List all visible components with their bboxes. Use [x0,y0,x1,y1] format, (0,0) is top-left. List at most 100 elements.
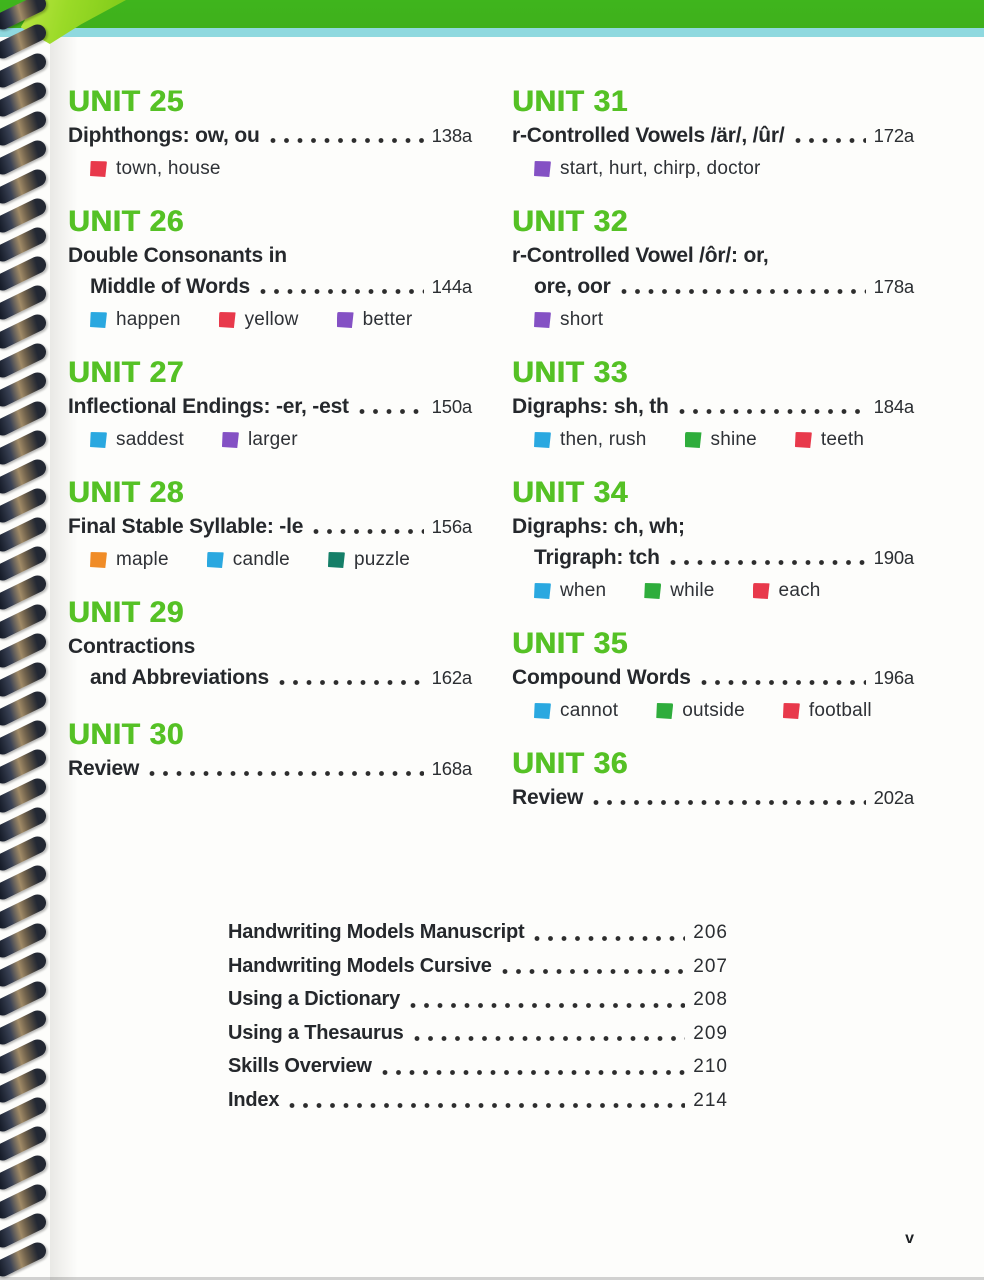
bullet-word: outside [682,700,745,721]
page-ref: 190a [873,547,915,568]
dot-leader [269,137,424,144]
toc-entry-title: Contractions [68,635,196,658]
bullet-square-icon [534,161,551,177]
bullet-word: larger [247,429,298,450]
unit-heading: UNIT 32 [512,205,628,238]
appendix-row: Handwriting Models Cursive 207 [228,950,728,984]
bullet-item: town, house [90,158,221,180]
bullet-item: saddest [90,429,184,451]
bullet-row: short [534,309,914,331]
bullet-square-icon [752,583,770,599]
unit-heading: UNIT 29 [68,596,184,629]
bullet-item: yellow [218,309,299,331]
unit-heading: UNIT 34 [512,476,628,509]
bullet-word: better [362,309,413,330]
bullet-square-icon [206,552,224,568]
unit-heading: UNIT 30 [68,718,184,751]
appendix-label: Using a Thesaurus [228,1021,404,1044]
dot-leader [413,1035,686,1042]
bullet-row: town, house [90,158,472,180]
bullet-word: yellow [244,309,299,330]
bullet-square-icon [684,432,702,448]
appendix-label: Index [228,1088,280,1111]
page-curl-shadow [50,0,78,1280]
unit-heading: UNIT 27 [68,356,184,389]
dot-leader [669,559,866,566]
unit-heading: UNIT 36 [512,747,628,780]
toc-entry-title: Review [512,786,584,809]
dot-leader [678,408,866,415]
toc-entry-title: and Abbreviations [90,666,270,689]
bullet-row: when while each [534,580,914,602]
bullet-square-icon [218,312,236,328]
page-ref: 156a [431,516,473,537]
bullet-word: happen [116,309,181,330]
bullet-square-icon [656,703,674,719]
bullet-square-icon [534,583,551,599]
appendix-label: Skills Overview [228,1055,372,1077]
unit-heading: UNIT 26 [68,205,184,238]
page-ref: 150a [431,396,473,417]
unit-heading: UNIT 28 [68,476,184,509]
dot-leader [410,1001,686,1009]
dot-leader [501,968,686,975]
appendix-label: Handwriting Models Cursive [228,954,492,977]
bullet-word: each [778,580,821,601]
dot-leader [620,288,866,295]
bullet-square-icon [534,703,551,719]
bullet-row: start, hurt, chirp, doctor [534,158,914,180]
bullet-word: then, rush [560,429,647,450]
bullet-row: saddest larger [90,429,472,451]
bullet-item: puzzle [327,549,410,571]
page-ref: 202a [873,787,915,808]
bullet-word: when [560,580,607,601]
toc-entry-title: Double Consonants in [68,244,287,267]
bullet-item: outside [656,700,745,722]
bullet-item: then, rush [534,429,647,451]
page-ref: 184a [873,396,915,417]
bullet-word: candle [232,549,290,570]
page-ref: 168a [431,758,473,779]
appendix-page-ref: 210 [693,1056,728,1077]
bullet-item: short [534,309,603,331]
page-ref: 196a [873,667,915,688]
dot-leader [593,799,866,806]
dot-leader [289,1102,686,1109]
dot-leader [313,528,424,535]
toc-entry-title: Digraphs: ch, wh; [512,515,685,538]
bullet-word: maple [116,549,169,570]
toc-unit: UNIT 26 Double Consonants in Middle of Wor… [68,204,472,331]
bullet-item: larger [221,429,298,451]
appendix-page-ref: 207 [693,955,728,977]
header-accent-strip [0,28,984,37]
bullet-word: shine [710,429,757,450]
toc-entry-line: r-Controlled Vowels /är/, /ûr/172a [512,120,914,151]
appendix-page-ref: 209 [693,1022,728,1044]
bullet-item: while [644,580,714,602]
bullet-word: saddest [116,429,184,450]
unit-heading: UNIT 33 [512,356,628,389]
bullet-square-icon [90,432,107,448]
dot-leader [259,288,424,295]
bullet-square-icon [534,312,551,328]
appendix-page-ref: 208 [693,989,728,1010]
bullet-row: maple candle puzzle [90,549,472,571]
dot-leader [381,1068,686,1076]
bullet-row: happen yellow better [90,309,472,331]
bullet-item: candle [206,549,290,571]
